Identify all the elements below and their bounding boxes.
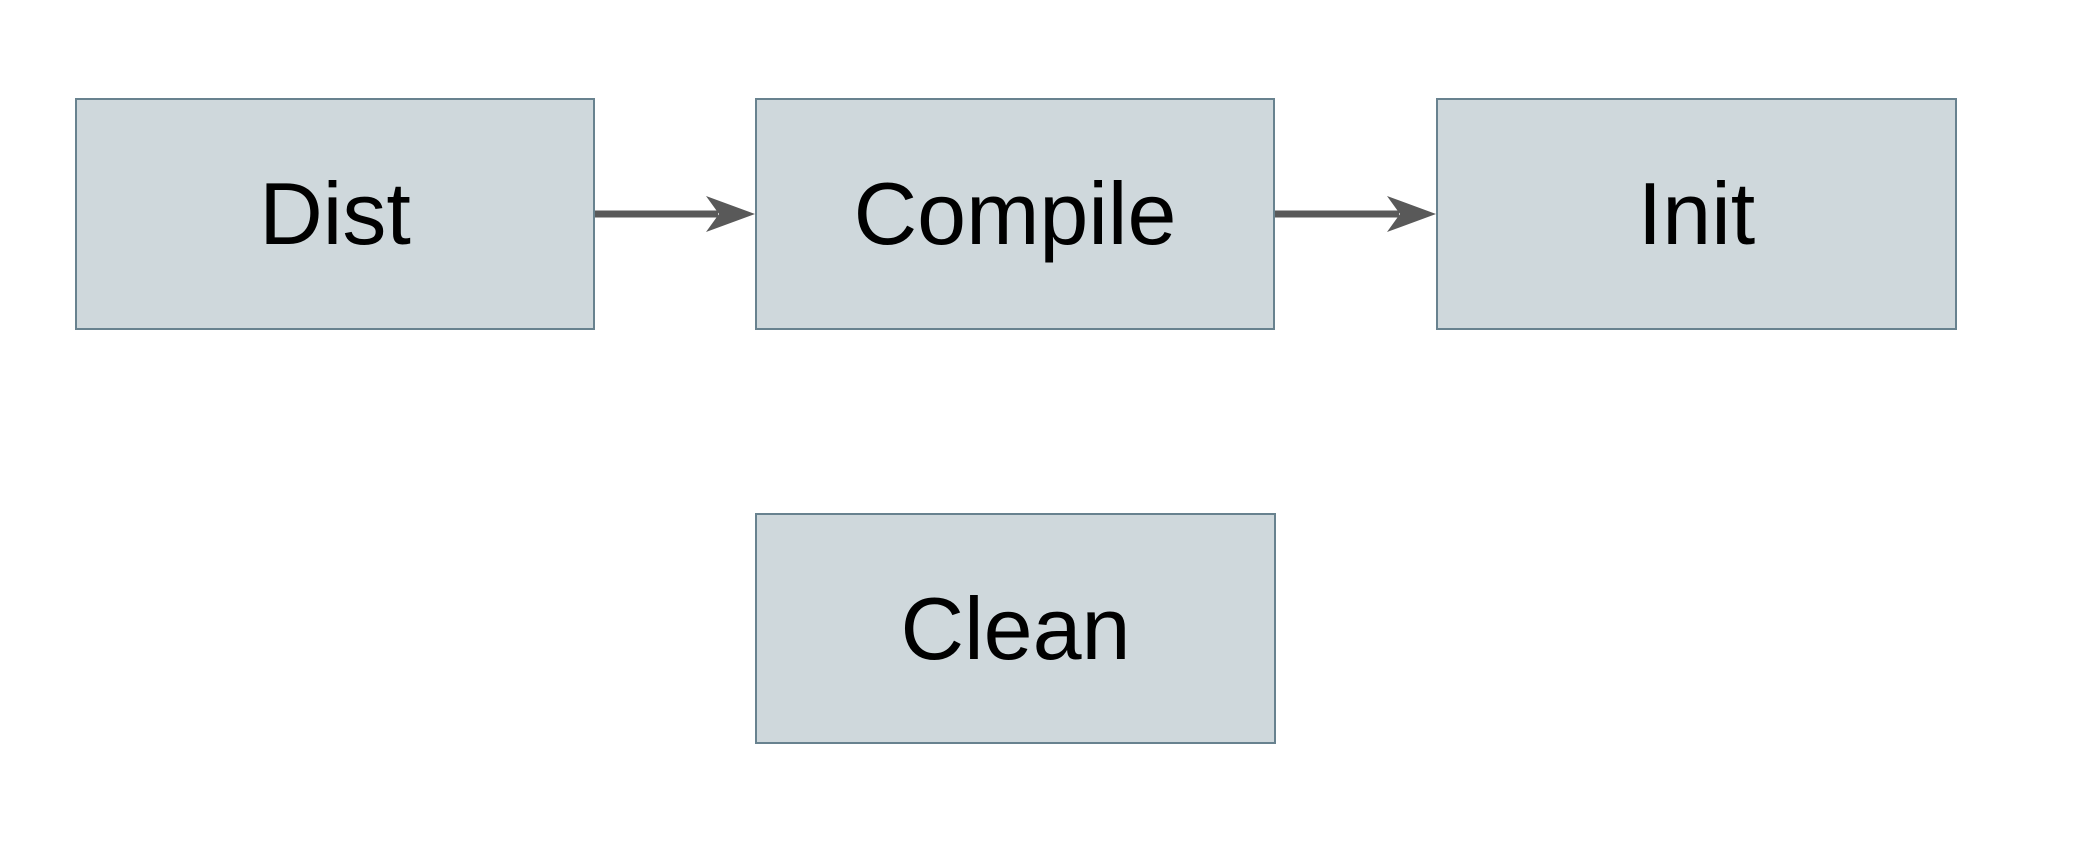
right-arrow-icon — [1275, 196, 1436, 232]
node-init-label: Init — [1637, 164, 1756, 263]
arrow-dist-to-compile[interactable] — [595, 192, 755, 236]
arrow-compile-to-init[interactable] — [1275, 192, 1436, 236]
right-arrow-icon — [595, 196, 755, 232]
node-dist[interactable]: Dist — [75, 98, 595, 330]
node-clean-label: Clean — [900, 578, 1131, 678]
node-compile[interactable]: Compile — [755, 98, 1275, 330]
node-dist-label: Dist — [259, 164, 411, 263]
node-clean[interactable]: Clean — [755, 513, 1276, 744]
node-init[interactable]: Init — [1436, 98, 1957, 330]
node-compile-label: Compile — [853, 164, 1177, 263]
